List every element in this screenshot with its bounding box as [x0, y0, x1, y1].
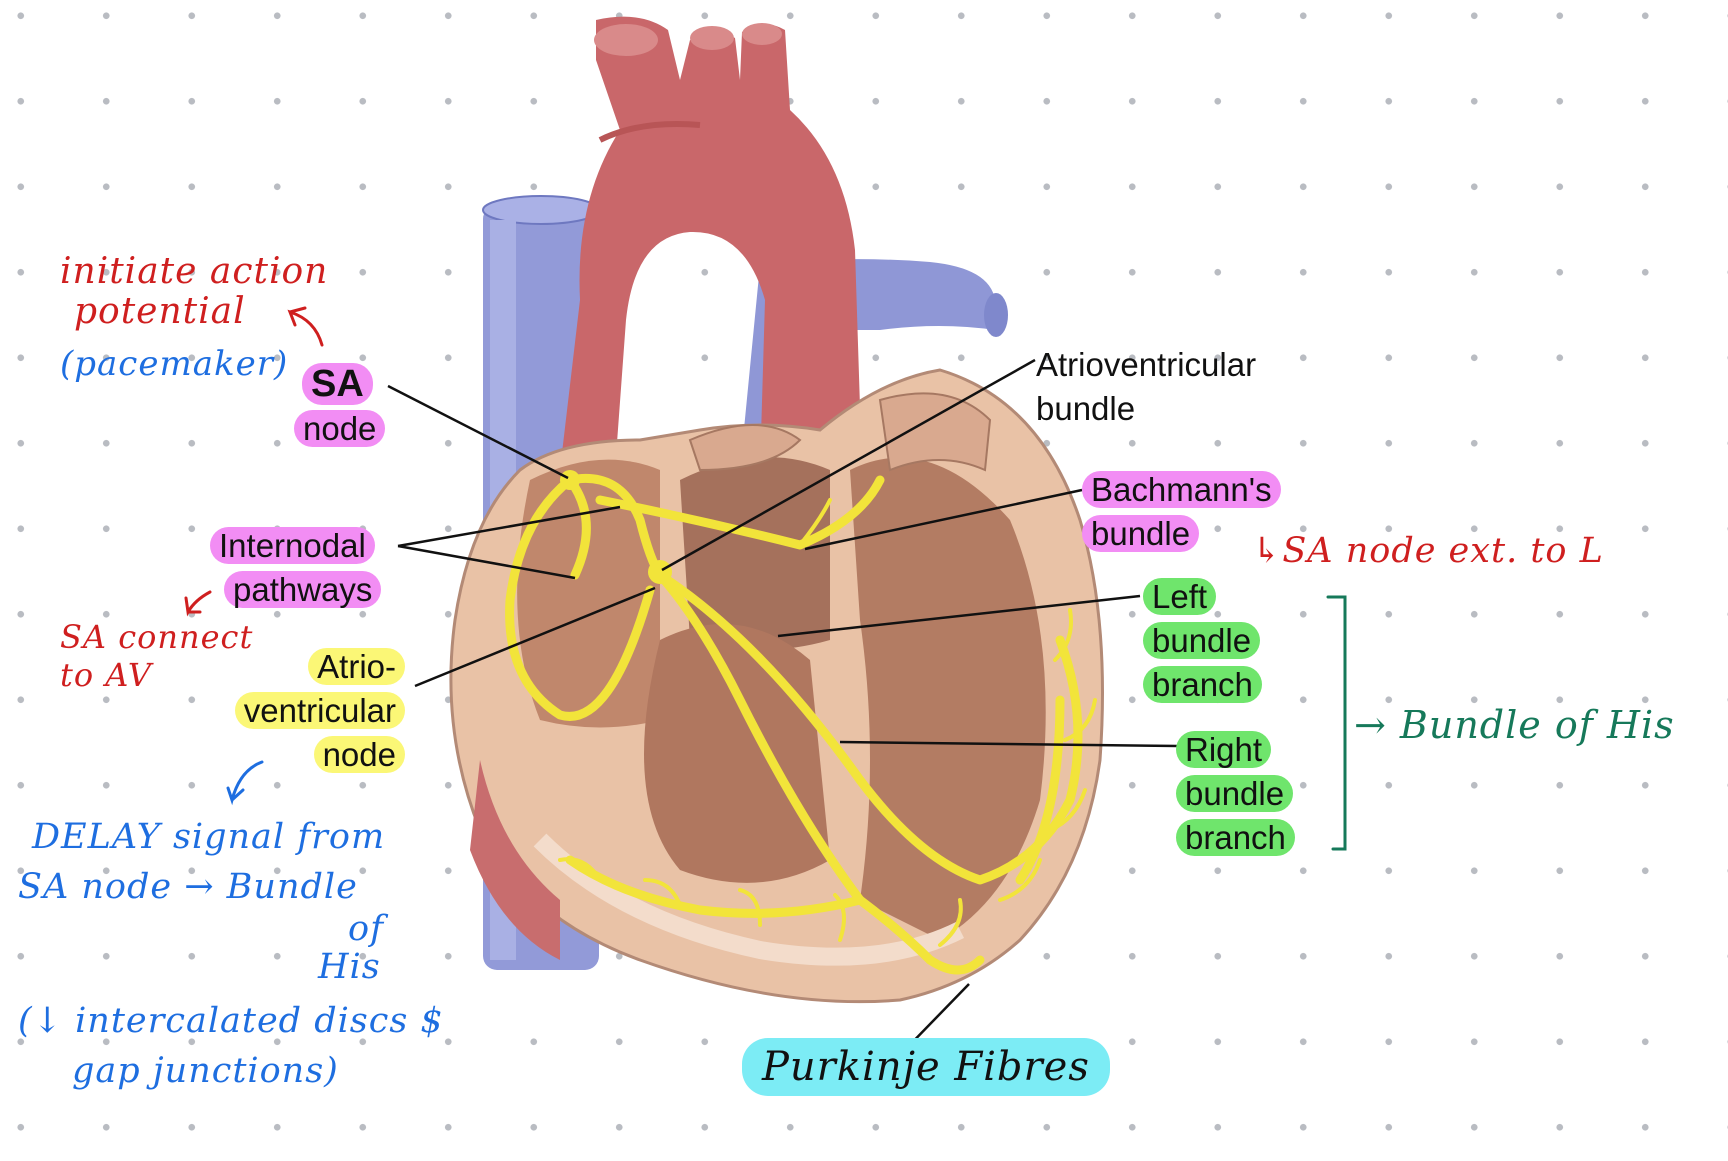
- av-bundle-label-line2: bundle: [1036, 387, 1256, 431]
- sa-description-note: initiate action potential: [60, 252, 328, 332]
- av-bundle-label-line1: Atrioventricular: [1036, 343, 1256, 387]
- av-node-label-line1: Atrio-: [308, 648, 405, 685]
- purkinje-label: Purkinje Fibres: [742, 1040, 1110, 1094]
- internodal-description-line1: SA connect: [60, 618, 253, 656]
- pacemaker-note-text: (pacemaker): [60, 344, 288, 384]
- av-description-line4: His: [318, 946, 444, 988]
- right-branch-label-line3: branch: [1176, 819, 1295, 856]
- bachmann-description-text: ↳SA node ext. to L: [1252, 530, 1604, 572]
- av-node-dot: [648, 560, 672, 584]
- right-branch-label-line1: Right: [1176, 731, 1271, 768]
- av-description-line6: gap junctions): [72, 1046, 444, 1096]
- internodal-description-note: SA connect to AV: [60, 618, 253, 694]
- left-branch-label-line1: Left: [1143, 578, 1216, 615]
- sa-description-line2: potential: [74, 292, 328, 332]
- left-branch-label: Left bundle branch: [1143, 575, 1262, 707]
- pacemaker-note: (pacemaker): [60, 344, 288, 384]
- av-description-line1: DELAY signal from: [32, 812, 444, 862]
- sa-node-label: SA node: [294, 362, 385, 451]
- av-description-line2: SA node → Bundle: [18, 862, 444, 912]
- internodal-label-line2: pathways: [224, 571, 381, 608]
- av-description-line3: of: [348, 912, 444, 946]
- bachmann-label-line1: Bachmann's: [1082, 471, 1281, 508]
- bundle-of-his-text: → Bundle of His: [1354, 702, 1675, 748]
- av-description-line5: (↓ intercalated discs $: [18, 996, 444, 1046]
- bachmann-description-note: ↳SA node ext. to L: [1252, 530, 1604, 572]
- sa-node-label-line1: SA: [302, 363, 373, 405]
- left-branch-label-line2: bundle: [1143, 622, 1260, 659]
- sa-node-dot: [560, 470, 580, 490]
- aorta: [560, 17, 862, 470]
- right-branch-label-line2: bundle: [1176, 775, 1293, 812]
- left-branch-label-line3: branch: [1143, 666, 1262, 703]
- bachmann-label-line2: bundle: [1082, 515, 1199, 552]
- bachmann-label: Bachmann's bundle: [1082, 468, 1281, 556]
- internodal-label: Internodal pathways: [210, 524, 381, 612]
- right-branch-label: Right bundle branch: [1176, 728, 1295, 860]
- av-node-label-line3: node: [314, 736, 405, 773]
- av-description-note: DELAY signal from SA node → Bundle of Hi…: [18, 812, 444, 1096]
- sa-description-line1: initiate action: [60, 252, 328, 292]
- bundle-of-his-note: → Bundle of His: [1354, 702, 1675, 748]
- heart-body: [451, 370, 1103, 1002]
- av-node-label-line2: ventricular: [235, 692, 405, 729]
- sa-node-label-line2: node: [294, 410, 385, 447]
- av-bundle-label: Atrioventricular bundle: [1036, 343, 1256, 431]
- purkinje-label-text: Purkinje Fibres: [742, 1038, 1110, 1096]
- internodal-label-line1: Internodal: [210, 527, 375, 564]
- internodal-description-line2: to AV: [60, 656, 253, 694]
